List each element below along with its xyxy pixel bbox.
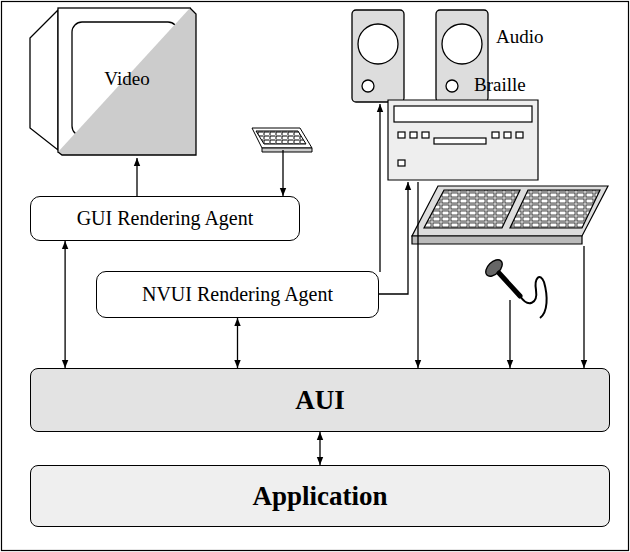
device-label: Video bbox=[104, 68, 149, 90]
connector-arrow bbox=[319, 432, 320, 465]
device-label: Audio bbox=[496, 26, 544, 48]
rendering-agent-box: NVUI Rendering Agent bbox=[96, 271, 379, 318]
node-label: GUI Rendering Agent bbox=[77, 207, 254, 230]
keyboard-icon bbox=[412, 186, 608, 244]
node-label: AUI bbox=[295, 385, 345, 416]
rendering-agent-box: GUI Rendering Agent bbox=[30, 196, 300, 241]
microphone-icon bbox=[483, 257, 547, 318]
speaker-icon bbox=[352, 10, 488, 102]
device-label: Braille bbox=[474, 74, 526, 96]
small-keyboard-icon bbox=[252, 128, 312, 152]
node-label: NVUI Rendering Agent bbox=[142, 283, 333, 306]
connector-arrow bbox=[237, 318, 238, 368]
braille-device-icon bbox=[388, 100, 538, 180]
aui-band: AUI bbox=[30, 368, 610, 432]
connector-arrow bbox=[64, 241, 65, 368]
application-band: Application bbox=[30, 465, 610, 527]
monitor-icon bbox=[30, 8, 196, 155]
node-label: Application bbox=[252, 481, 387, 512]
